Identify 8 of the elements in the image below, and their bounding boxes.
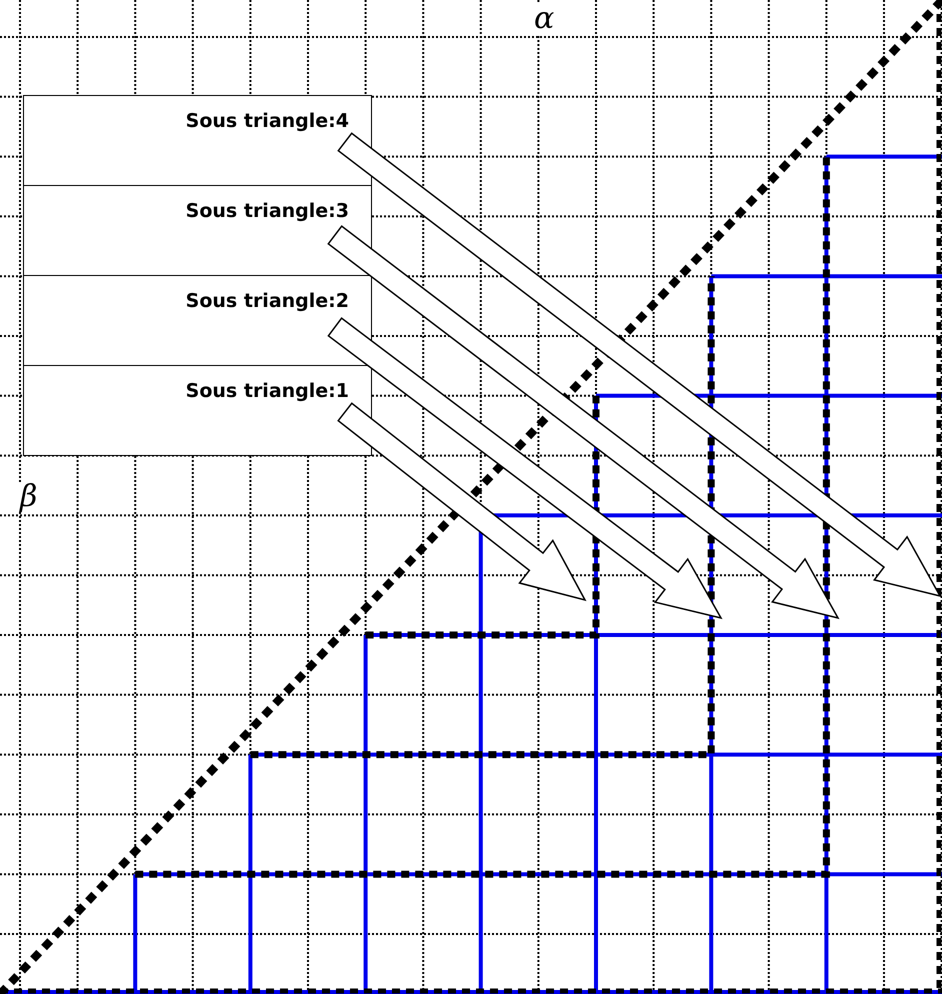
block-arrow	[337, 402, 586, 602]
block-arrow	[337, 132, 942, 598]
table-cell: Sous triangle:1	[23, 365, 372, 456]
block-arrow	[327, 317, 722, 620]
block-arrow	[327, 225, 840, 620]
table-cell: Sous triangle:3	[23, 185, 372, 276]
table-cell: Sous triangle:2	[23, 275, 372, 366]
table-cell: Sous triangle:4	[23, 95, 372, 186]
